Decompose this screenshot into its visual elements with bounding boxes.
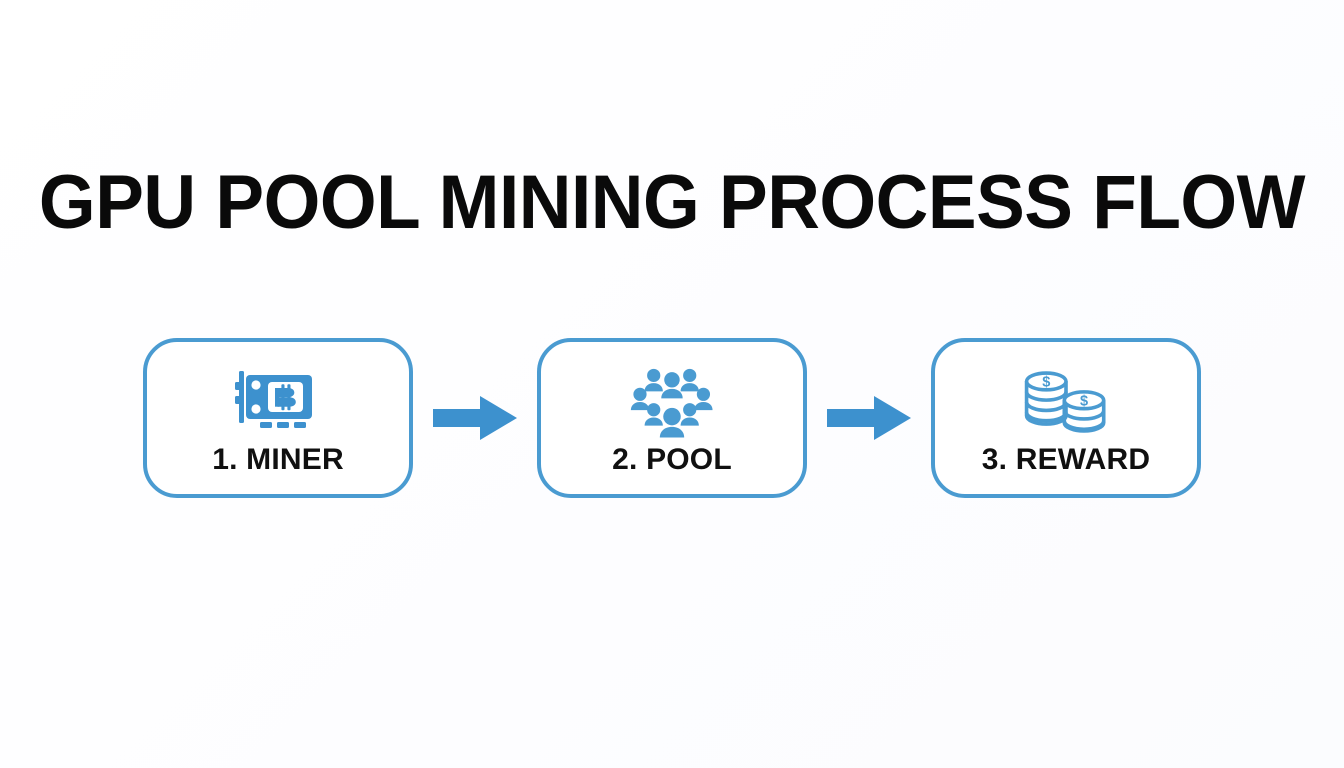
flow-connector-2 xyxy=(807,394,931,442)
process-flow: 1. MINER xyxy=(0,336,1344,500)
flow-step-label: 3. REWARD xyxy=(981,443,1151,476)
flow-step-label: 2. POOL xyxy=(612,443,732,476)
arrow-right-icon xyxy=(827,396,911,440)
page-title: GPU POOL MINING PROCESS FLOW xyxy=(38,160,1306,245)
svg-text:$: $ xyxy=(1042,375,1050,391)
flow-step-label: 1. MINER xyxy=(212,443,344,476)
coin-stacks-icon: $ $ xyxy=(1021,365,1111,439)
flow-step-reward[interactable]: $ $ 3. REWARD xyxy=(931,338,1201,498)
svg-text:$: $ xyxy=(1080,393,1088,409)
flow-step-miner[interactable]: 1. MINER xyxy=(143,338,413,498)
flow-step-pool[interactable]: 2. POOL xyxy=(537,338,807,498)
gpu-mining-card-icon xyxy=(235,365,321,439)
flow-connector-1 xyxy=(413,394,537,442)
arrow-right-icon xyxy=(433,396,517,440)
people-group-icon xyxy=(629,365,715,439)
